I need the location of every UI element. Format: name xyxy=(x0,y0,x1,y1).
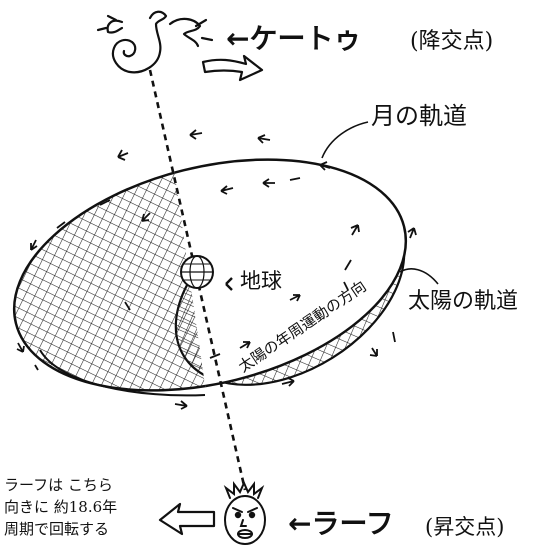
rahu-label: ←ラーフ xyxy=(288,507,394,540)
ketu-sublabel: (降交点) xyxy=(410,29,494,54)
earth-globe-icon xyxy=(180,255,214,289)
orbit-lower-edge xyxy=(39,349,206,397)
rahu-note-line-3: 周期で回転する xyxy=(4,520,110,538)
moon-orbit-pointer xyxy=(321,121,369,159)
ketu-figure-icon xyxy=(96,10,214,74)
earth-pointer-arrow xyxy=(225,277,233,291)
moon-orbit-direction-arrows xyxy=(16,129,360,371)
rahu-face-icon xyxy=(223,480,266,545)
rahu-rotation-arrow-icon xyxy=(158,502,216,536)
rahu-note-line-1: ラーフは こちら xyxy=(4,476,113,494)
earth-label: 地球 xyxy=(240,269,282,293)
sun-orbit-direction-arrows xyxy=(174,227,417,410)
line-of-nodes xyxy=(148,69,247,491)
ketu-rotation-arrow xyxy=(201,54,264,82)
sun-orbit-label: 太陽の軌道 xyxy=(408,289,519,314)
rahu-note-line-2: 向きに 約18.6年 xyxy=(4,498,118,516)
moon-orbit-label: 月の軌道 xyxy=(371,102,467,130)
ketu-label: ←ケートゥ xyxy=(226,22,362,55)
sun-orbit-pointer xyxy=(399,268,439,285)
rahu-sublabel: (昇交点) xyxy=(425,515,505,539)
